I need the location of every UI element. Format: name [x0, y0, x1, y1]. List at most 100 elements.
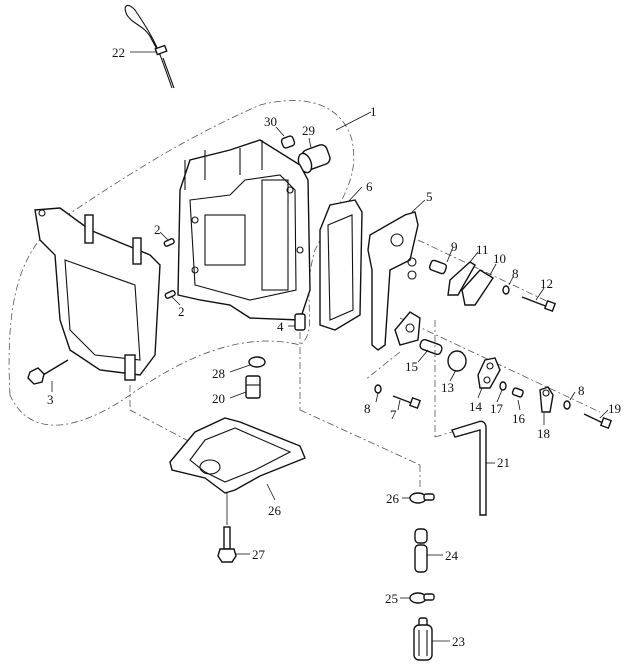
- hose-clip-26b: [409, 492, 435, 504]
- label-26a: 26: [268, 503, 282, 518]
- guide-5: [417, 239, 556, 306]
- label-16: 16: [512, 411, 526, 426]
- label-2b: 2: [178, 304, 185, 319]
- sleeve-part: [294, 313, 306, 331]
- assembly-group-outline: [8, 100, 355, 426]
- dowel-pin-upper: [163, 238, 175, 247]
- label-10: 10: [493, 251, 506, 266]
- leader-30: [275, 126, 285, 137]
- washer-17: [499, 381, 507, 391]
- label-12: 12: [540, 276, 553, 291]
- flange-bolt-3: [27, 359, 69, 385]
- label-1: 1: [370, 104, 377, 119]
- leader-2a: [159, 231, 169, 241]
- leader-6: [347, 186, 363, 203]
- cover-gasket-part: [319, 199, 363, 331]
- guide-21b: [434, 431, 453, 438]
- fuel-filter-23: [413, 617, 433, 661]
- label-11: 11: [476, 242, 489, 257]
- flange-bolt-27: [217, 526, 237, 563]
- label-7: 7: [390, 407, 397, 422]
- label-13: 13: [441, 380, 454, 395]
- washer-8b: [563, 400, 571, 410]
- label-2a: 2: [154, 222, 161, 237]
- base-gasket-26: [169, 417, 306, 494]
- cover-10: [461, 269, 494, 306]
- leader-17: [496, 389, 503, 403]
- guide-4b: [299, 409, 421, 466]
- bolt-19: [583, 413, 613, 430]
- leader-5: [411, 199, 426, 213]
- dowel-pin-lower: [164, 290, 176, 299]
- lever-14: [477, 357, 501, 389]
- crankcase-part: [34, 207, 161, 381]
- leader-10: [489, 263, 497, 276]
- fitting-9: [428, 259, 448, 275]
- label-9: 9: [451, 239, 458, 254]
- label-20: 20: [212, 391, 225, 406]
- l-hose-21: [451, 420, 487, 516]
- leader-26a: [266, 483, 276, 501]
- leader-14: [477, 387, 483, 399]
- label-15: 15: [405, 359, 418, 374]
- leader-28: [229, 364, 251, 373]
- leader-19: [599, 409, 609, 419]
- o-ring-28: [248, 356, 266, 368]
- guide-7: [364, 351, 401, 381]
- label-21: 21: [497, 455, 510, 470]
- leader-15: [417, 349, 429, 363]
- gasket-11: [447, 261, 476, 296]
- label-8b: 8: [578, 383, 585, 398]
- leader-13: [449, 369, 457, 382]
- leader-1: [335, 111, 372, 131]
- plug-part: [280, 135, 296, 149]
- leader-7: [397, 399, 401, 411]
- washer-8a: [502, 285, 510, 295]
- pin-15: [419, 338, 443, 356]
- label-8a: 8: [512, 266, 519, 281]
- leader-2b: [171, 296, 181, 306]
- label-5: 5: [426, 189, 433, 204]
- bolt-7: [392, 395, 422, 410]
- leader-9: [446, 246, 454, 263]
- label-23: 23: [452, 634, 465, 649]
- cover-plate-part: [367, 211, 419, 351]
- collar-13: [447, 350, 467, 372]
- label-29: 29: [302, 123, 315, 138]
- label-27: 27: [252, 547, 266, 562]
- label-22: 22: [112, 45, 125, 60]
- label-3: 3: [47, 392, 54, 407]
- label-6: 6: [366, 179, 373, 194]
- leader-11: [469, 251, 479, 263]
- label-18: 18: [537, 426, 550, 441]
- bolt-12: [521, 296, 557, 313]
- hose-clip-25: [409, 592, 435, 604]
- label-28: 28: [212, 366, 225, 381]
- fitting-20: [245, 375, 261, 399]
- label-19: 19: [608, 401, 621, 416]
- label-24: 24: [445, 548, 459, 563]
- leader-20: [229, 391, 247, 399]
- label-17: 17: [490, 401, 504, 416]
- link-joint-18: [539, 386, 554, 413]
- label-25: 25: [385, 591, 398, 606]
- label-26b: 26: [386, 491, 400, 506]
- label-30: 30: [264, 114, 277, 129]
- label-8c: 8: [364, 401, 371, 416]
- label-4: 4: [277, 319, 284, 334]
- hose-24: [414, 528, 428, 573]
- washer-8c: [374, 384, 382, 394]
- label-14: 14: [469, 399, 483, 414]
- leader-8c: [375, 392, 379, 403]
- bracket-part: [394, 311, 421, 346]
- leader-29: [308, 137, 312, 149]
- screw-16: [511, 387, 524, 398]
- leader-8b: [569, 391, 576, 401]
- leader-12: [535, 287, 545, 301]
- guide-lever: [399, 317, 601, 413]
- leader-8a: [508, 276, 514, 286]
- leader-16: [517, 399, 521, 411]
- cylinder-block-part: [177, 139, 311, 321]
